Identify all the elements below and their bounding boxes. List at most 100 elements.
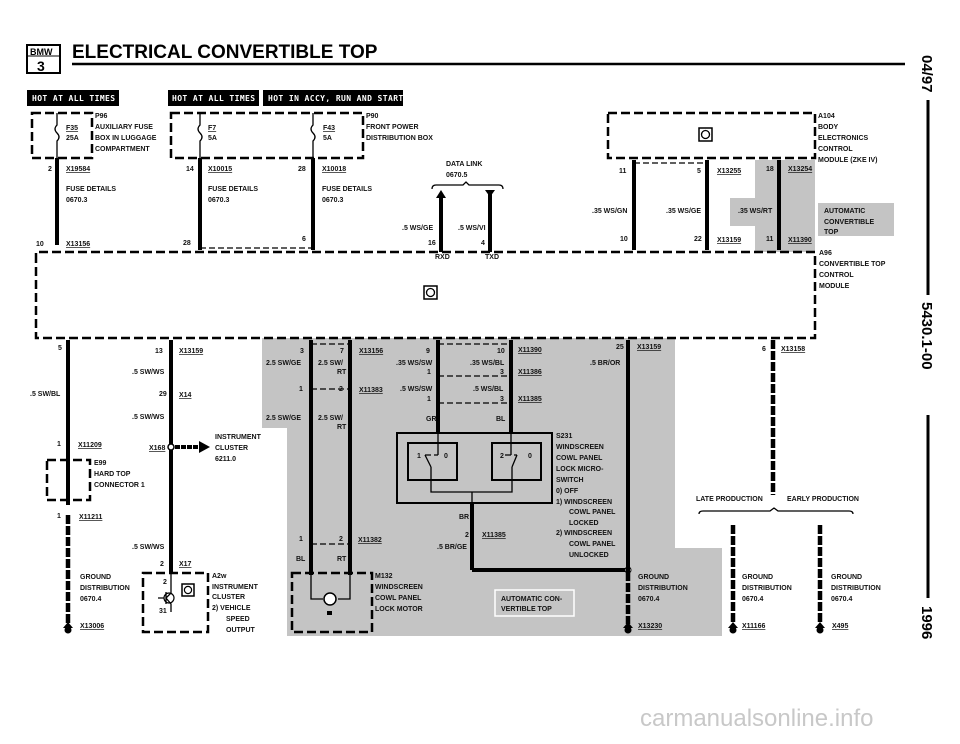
left-wire-label: .5 SW/BL: [30, 391, 61, 398]
s231-wire_a1-label: .35 WS/SW: [396, 360, 433, 367]
circle-mark: [64, 626, 72, 634]
right_gnd-ground-0-label: GROUND: [638, 574, 669, 581]
header-logo_num-label: 3: [37, 58, 45, 74]
legend_box2-0-label: AUTOMATIC CON-: [501, 596, 563, 603]
badges-2-label: HOT IN ACCY, RUN AND START: [268, 94, 404, 103]
polygon-mark: [262, 338, 722, 636]
badges-1-label: HOT AT ALL TIMES: [172, 94, 255, 103]
s231-desc-6-label: 1) WINDSCREEN: [556, 499, 612, 506]
s231-wire_a2-label: .35 WS/BL: [470, 360, 505, 367]
side-year-label: 1996: [918, 606, 935, 639]
s231-sw1-0-label: 1: [417, 453, 421, 460]
path-mark: [34, 250, 817, 340]
path-mark: [424, 433, 518, 502]
cluster-a2w-5-label: OUTPUT: [226, 627, 256, 634]
rect-mark: [818, 203, 894, 236]
a96-id-label: A96: [819, 250, 832, 257]
p90-bot_pin1-label: 28: [183, 240, 191, 247]
shaded-automatic-top-area: [262, 160, 894, 636]
rect-mark: [606, 111, 817, 160]
module-a96: A96 CONVERTIBLE TOP CONTROL MODULE: [34, 250, 886, 340]
m132-desc-1-label: WINDSCREEN: [375, 584, 423, 591]
p96-bot_pin-label: 10: [36, 241, 44, 248]
header-logo_top-label: BMW: [30, 47, 53, 57]
m132-wire_a-label: 2.5 SW/GE: [266, 415, 301, 422]
cluster-arrow-2-label: 6211.0: [215, 456, 236, 463]
m132-wire_b2-label: RT: [337, 424, 347, 431]
rect-mark: [327, 611, 332, 615]
right_gnd-conn-label: X13159: [637, 344, 661, 351]
rect-mark: [755, 160, 815, 252]
prod-ground-1-label: DISTRIBUTION: [742, 585, 792, 592]
side-margin: 04/97 5430.1-00 1996: [918, 55, 935, 639]
m132-pins_top-0-label: 3: [300, 348, 304, 355]
data_link-ref-label: 0670.5: [446, 172, 468, 179]
m132-conn_mid-label: X11383: [359, 387, 383, 394]
p90-conn1-label: X10015: [208, 166, 232, 173]
s231-conn_c-label: X11385: [518, 396, 542, 403]
rect-mark: [45, 458, 92, 502]
prod-gconn_late-label: X11166: [742, 623, 765, 630]
p96-desc-0-label: AUXILIARY FUSE: [95, 124, 153, 131]
path-mark: [197, 113, 203, 158]
s231-conn_out-label: X11385: [482, 532, 506, 539]
m132-conn_bot-label: X11382: [358, 537, 382, 544]
motor-m132-circuit: 3 7 X13156 2.5 SW/GE 2.5 SW/ RT 1 2 X113…: [266, 340, 423, 634]
m132-wire_b1-label: 2.5 SW/: [318, 360, 343, 367]
a104-pins_bot-0-label: 10: [620, 236, 628, 243]
s231-desc-2-label: COWL PANEL: [556, 455, 603, 462]
rect-mark: [407, 442, 458, 481]
p90-id-label: P90: [366, 113, 379, 120]
fuse_details-label-label: FUSE DETAILS: [208, 186, 258, 193]
s231-desc-10-label: COWL PANEL: [569, 541, 616, 548]
data-link: DATA LINK 0670.5 .5 WS/GE .5 WS/VI 16 4 …: [402, 161, 504, 261]
s231-wire_b1-label: .5 WS/SW: [400, 386, 433, 393]
rect-mark: [26, 44, 61, 74]
p96-fuse-label: F35: [66, 125, 78, 132]
prod-ground-2-label: 0670.4: [831, 596, 853, 603]
m132-col2-label: RT: [337, 556, 347, 563]
watermark: carmanualsonline.info: [640, 705, 873, 732]
cluster-a2w-1-label: INSTRUMENT: [212, 584, 259, 591]
rect-mark: [491, 442, 542, 481]
left-gconn-label: X13006: [80, 623, 104, 630]
s231-desc-9-label: 2) WINDSCREEN: [556, 530, 612, 537]
p90-fuse1-label: F7: [208, 125, 216, 132]
rect-mark: [396, 432, 553, 504]
data_link-rxd-label: RXD: [435, 254, 450, 261]
cluster-wire-label: .5 SW/WS: [132, 544, 165, 551]
m132-pins_top-1-label: 7: [340, 348, 344, 355]
a104-conn_bot2-label: X11390: [788, 237, 812, 244]
s231-wire_b2-label: .5 WS/BL: [473, 386, 504, 393]
s231-desc-4-label: SWITCH: [556, 477, 584, 484]
m132-desc-3-label: LOCK MOTOR: [375, 606, 423, 613]
data_link-wire1-label: .5 WS/GE: [402, 225, 433, 232]
circle-mark: [729, 626, 737, 634]
m132-desc-0-label: M132: [375, 573, 393, 580]
cluster-a2w-0-label: A2w: [212, 573, 227, 580]
fuse-box-p90: P90 FRONT POWER DISTRIBUTION BOX F7 5A F…: [169, 111, 433, 250]
s231-desc-1-label: WINDSCREEN: [556, 444, 604, 451]
s231-pin_out-label: 2: [465, 532, 469, 539]
s231-col2-label: BL: [496, 416, 506, 423]
s231-sw2-1-label: 0: [528, 453, 532, 460]
data_link-label-label: DATA LINK: [446, 161, 482, 168]
rect-mark: [169, 111, 365, 160]
side-page-label: 5430.1-00: [918, 302, 935, 370]
cluster-wire-label: .5 SW/WS: [132, 369, 165, 376]
data_link-pin2-label: 4: [481, 240, 485, 247]
p96-amp-label: 25A: [66, 135, 79, 142]
instrument-cluster-circuit: 13 X13159 .5 SW/WS 29 X14 .5 SW/WS X168 …: [132, 340, 262, 634]
prod-gconn_early-label: X495: [832, 623, 848, 630]
cluster-inner_pin2-label: 31: [159, 608, 167, 615]
cluster-a2w-4-label: SPEED: [226, 616, 250, 623]
rect-mark: [30, 111, 94, 160]
circle-mark: [425, 287, 436, 298]
p90-bot_pin2-label: 6: [302, 236, 306, 243]
rect-mark: [263, 90, 403, 106]
cluster-arrow-1-label: CLUSTER: [215, 445, 248, 452]
cluster-a2w-3-label: 2) VEHICLE: [212, 605, 251, 612]
rect-mark: [181, 583, 195, 597]
polygon-mark: [728, 622, 738, 628]
